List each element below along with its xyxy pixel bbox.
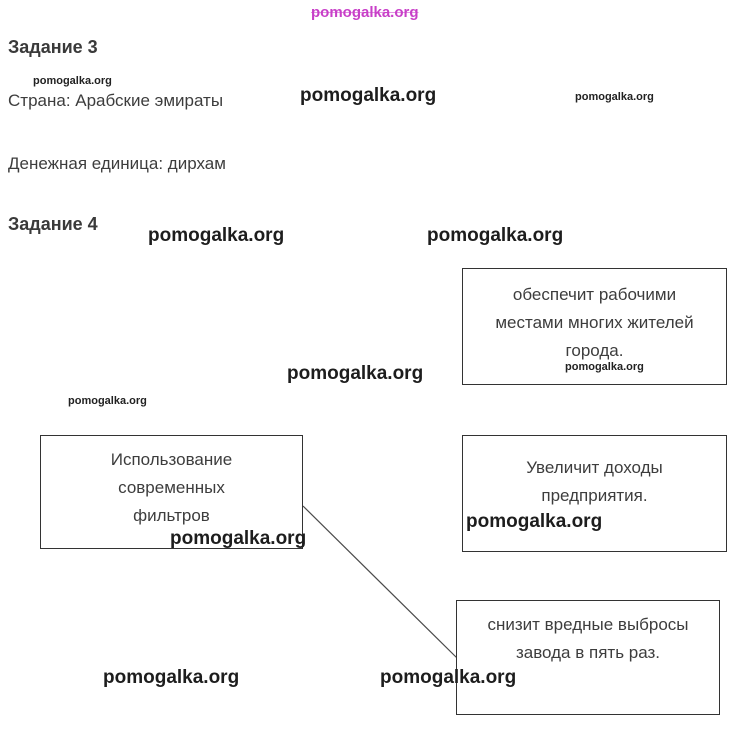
watermark-large-2: pomogalka.org: [148, 225, 285, 246]
cause-box-filters: Использование современных фильтров: [40, 435, 303, 549]
watermark-large-7: pomogalka.org: [103, 667, 240, 688]
effect-box-income-text: Увеличит доходы предприятия.: [526, 458, 663, 505]
watermark-large-4: pomogalka.org: [287, 363, 424, 384]
watermark-small-2: pomogalka.org: [575, 91, 654, 103]
effect-box-jobs-text: обеспечит рабочими местами многих жителе…: [495, 285, 694, 360]
watermark-large-5: pomogalka.org: [170, 528, 307, 549]
effect-box-income: Увеличит доходы предприятия.: [462, 435, 727, 552]
cause-box-filters-text: Использование современных фильтров: [110, 450, 233, 525]
watermark-large-6: pomogalka.org: [466, 511, 603, 532]
effect-box-emissions: снизит вредные выбросы завода в пять раз…: [456, 600, 720, 715]
watermark-large-1: pomogalka.org: [300, 85, 437, 106]
effect-box-emissions-text: снизит вредные выбросы завода в пять раз…: [487, 615, 689, 662]
watermark-top: pomogalka.org: [311, 4, 419, 21]
task3-currency-line: Денежная единица: дирхам: [8, 154, 226, 173]
watermark-small-4: pomogalka.org: [68, 395, 147, 407]
effect-box-jobs: обеспечит рабочими местами многих жителе…: [462, 268, 727, 385]
task3-country-line: Страна: Арабские эмираты: [8, 91, 224, 110]
watermark-large-8: pomogalka.org: [380, 667, 517, 688]
task4-title: Задание 4: [8, 214, 98, 234]
watermark-small-1: pomogalka.org: [33, 75, 112, 87]
task3-title: Задание 3: [8, 37, 98, 57]
watermark-small-3: pomogalka.org: [565, 361, 644, 373]
watermark-large-3: pomogalka.org: [427, 225, 564, 246]
